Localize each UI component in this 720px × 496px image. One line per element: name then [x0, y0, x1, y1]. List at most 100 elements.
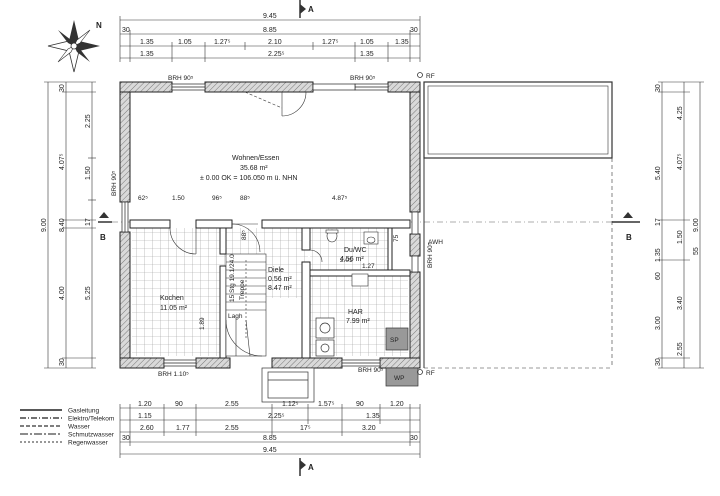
brh-bottom-left: BRH 1.10⁵: [158, 371, 189, 378]
dim-top-seg: 1.35: [360, 51, 374, 58]
terrace-door: [244, 91, 307, 117]
dim-right-lower: 3.40: [677, 296, 684, 310]
dim-left-inner: 8.40: [59, 218, 66, 232]
dimensions-left: [44, 81, 96, 369]
wp-heatpump: [385, 367, 419, 387]
dim-top-seg: 1.35: [395, 39, 409, 46]
dim-right-m3: 60: [655, 272, 662, 280]
dimensions-right: [658, 81, 704, 369]
wall-dim: 96⁵: [212, 195, 222, 202]
dim-bottom-seg: 1.77: [176, 425, 190, 432]
section-label-right: B: [626, 233, 632, 242]
section-label-top: A: [308, 5, 314, 14]
dim-right-m1: 1.50: [677, 230, 684, 244]
north-label: N: [96, 21, 102, 30]
dim-right-upper: 5.40: [655, 166, 662, 180]
room-wc-area: 4.56 m²: [340, 256, 364, 263]
dim-left-edge: 30: [59, 358, 66, 366]
room-living-name: Wohnen/Essen: [232, 155, 279, 162]
dim-right-edge: 30: [655, 84, 662, 92]
legend-label: Schmutzwasser: [68, 432, 115, 439]
wall-dim: 2.01: [340, 257, 353, 264]
dimensions-bottom: [119, 404, 421, 458]
dim-bottom-seg: 1.15: [138, 413, 152, 420]
dim-right-u3: 4.25: [677, 106, 684, 120]
dim-bottom-edge-left: 30: [122, 435, 130, 442]
dim-right-edge: 30: [655, 358, 662, 366]
wall-dim: 1.89: [199, 317, 206, 330]
dim-left-overall: 9.00: [41, 218, 48, 232]
wall-dim: 62⁵: [138, 195, 148, 202]
har-equipment: [315, 317, 335, 357]
dim-right-m4: 17: [655, 218, 662, 226]
dim-right-m2: 1.35: [655, 248, 662, 262]
dim-top-seg: 1.35: [140, 39, 154, 46]
brh-top-left: BRH 90⁵: [168, 75, 194, 82]
dim-bottom-overall: 9.45: [263, 447, 277, 454]
dim-bottom-seg: 1.35: [366, 413, 380, 420]
dim-right-l3: 2.55: [677, 342, 684, 356]
dim-right-overall: 9.00: [693, 218, 700, 232]
section-label-left: B: [100, 233, 106, 242]
dim-bottom-seg: 90: [175, 401, 183, 408]
room-hall-area1: 0.56 m²: [268, 276, 292, 283]
dim-right-l2: 3.00: [655, 316, 662, 330]
windows: [121, 83, 419, 367]
room-living-area: 35.68 m²: [240, 165, 268, 172]
dim-bottom-seg: 2.60: [140, 425, 154, 432]
room-wc-name: Du/WC: [344, 247, 367, 254]
room-har-area: 7.99 m²: [346, 318, 370, 325]
awh-label: AWH: [428, 239, 443, 246]
brh-top-right: BRH 90⁵: [350, 75, 376, 82]
wc-fixtures: [325, 229, 379, 287]
compass-icon: [47, 20, 100, 73]
dim-top-overall: 9.45: [263, 13, 277, 20]
interior-walls: [129, 219, 411, 359]
dim-left-mid: 1.50: [85, 166, 92, 180]
dim-bottom-seg: 1.12⁵: [282, 401, 299, 408]
brh-right: BRH 90⁵: [427, 242, 434, 268]
legend-label: Wasser: [68, 424, 91, 431]
legend: GasleitungElektro/TelekomWasserSchmutzwa…: [20, 408, 115, 447]
dim-top-seg: 2.10: [268, 39, 282, 46]
dimensions-top: [119, 16, 421, 62]
legend-label: Gasleitung: [68, 408, 99, 415]
dim-top-seg: 2.25⁵: [268, 51, 285, 58]
wall-dim: 1.27: [362, 263, 375, 270]
brh-left: BRH 90⁵: [111, 170, 118, 196]
section-label-bottom: A: [308, 463, 314, 472]
room-hall-area2: 8.47 m²: [268, 285, 292, 292]
stair-note: Treppe: [239, 279, 246, 300]
legend-label: Elektro/Telekom: [68, 416, 114, 423]
room-kitchen-area: 11.05 m²: [160, 305, 188, 312]
dim-bottom-seg: 90: [356, 401, 364, 408]
dim-top-inner: 8.85: [263, 27, 277, 34]
interior-doors: [169, 223, 323, 263]
dim-bottom-seg: 3.20: [362, 425, 376, 432]
dim-top-seg: 1.35: [140, 51, 154, 58]
dim-right-u2: 4.07⁵: [677, 153, 684, 170]
entrance-steps: [261, 367, 315, 403]
dim-left-small: 17: [85, 218, 92, 226]
rf-bottom-label: RF: [426, 370, 435, 377]
staircase: [225, 253, 267, 357]
rf-top-label: RF: [426, 73, 435, 80]
dim-left-lower: 4.00: [59, 286, 66, 300]
dim-bottom-seg: 1.20: [138, 401, 152, 408]
dim-left-upper: 4.07⁵: [59, 153, 66, 170]
dim-bottom-seg: 1.57⁵: [318, 401, 335, 408]
dim-bottom-seg: 2.55: [225, 425, 239, 432]
rf-marker-icon: [417, 72, 423, 78]
dim-right-l4: 55: [693, 247, 700, 255]
room-hall-name: Diele: [268, 267, 284, 274]
wall-dim: 4.87⁵: [332, 195, 348, 202]
lagh-label: Lagh: [228, 313, 243, 320]
room-kitchen-name: Kochen: [160, 295, 184, 302]
kitchen-tiles: [132, 228, 220, 356]
dim-top-edge-right: 30: [410, 27, 418, 34]
dim-top-seg: 1.27⁵: [322, 39, 339, 46]
wall-dim: 88⁵: [241, 230, 248, 240]
dim-bottom-seg: 1.20: [390, 401, 404, 408]
dim-left-lower2: 5.25: [85, 286, 92, 300]
